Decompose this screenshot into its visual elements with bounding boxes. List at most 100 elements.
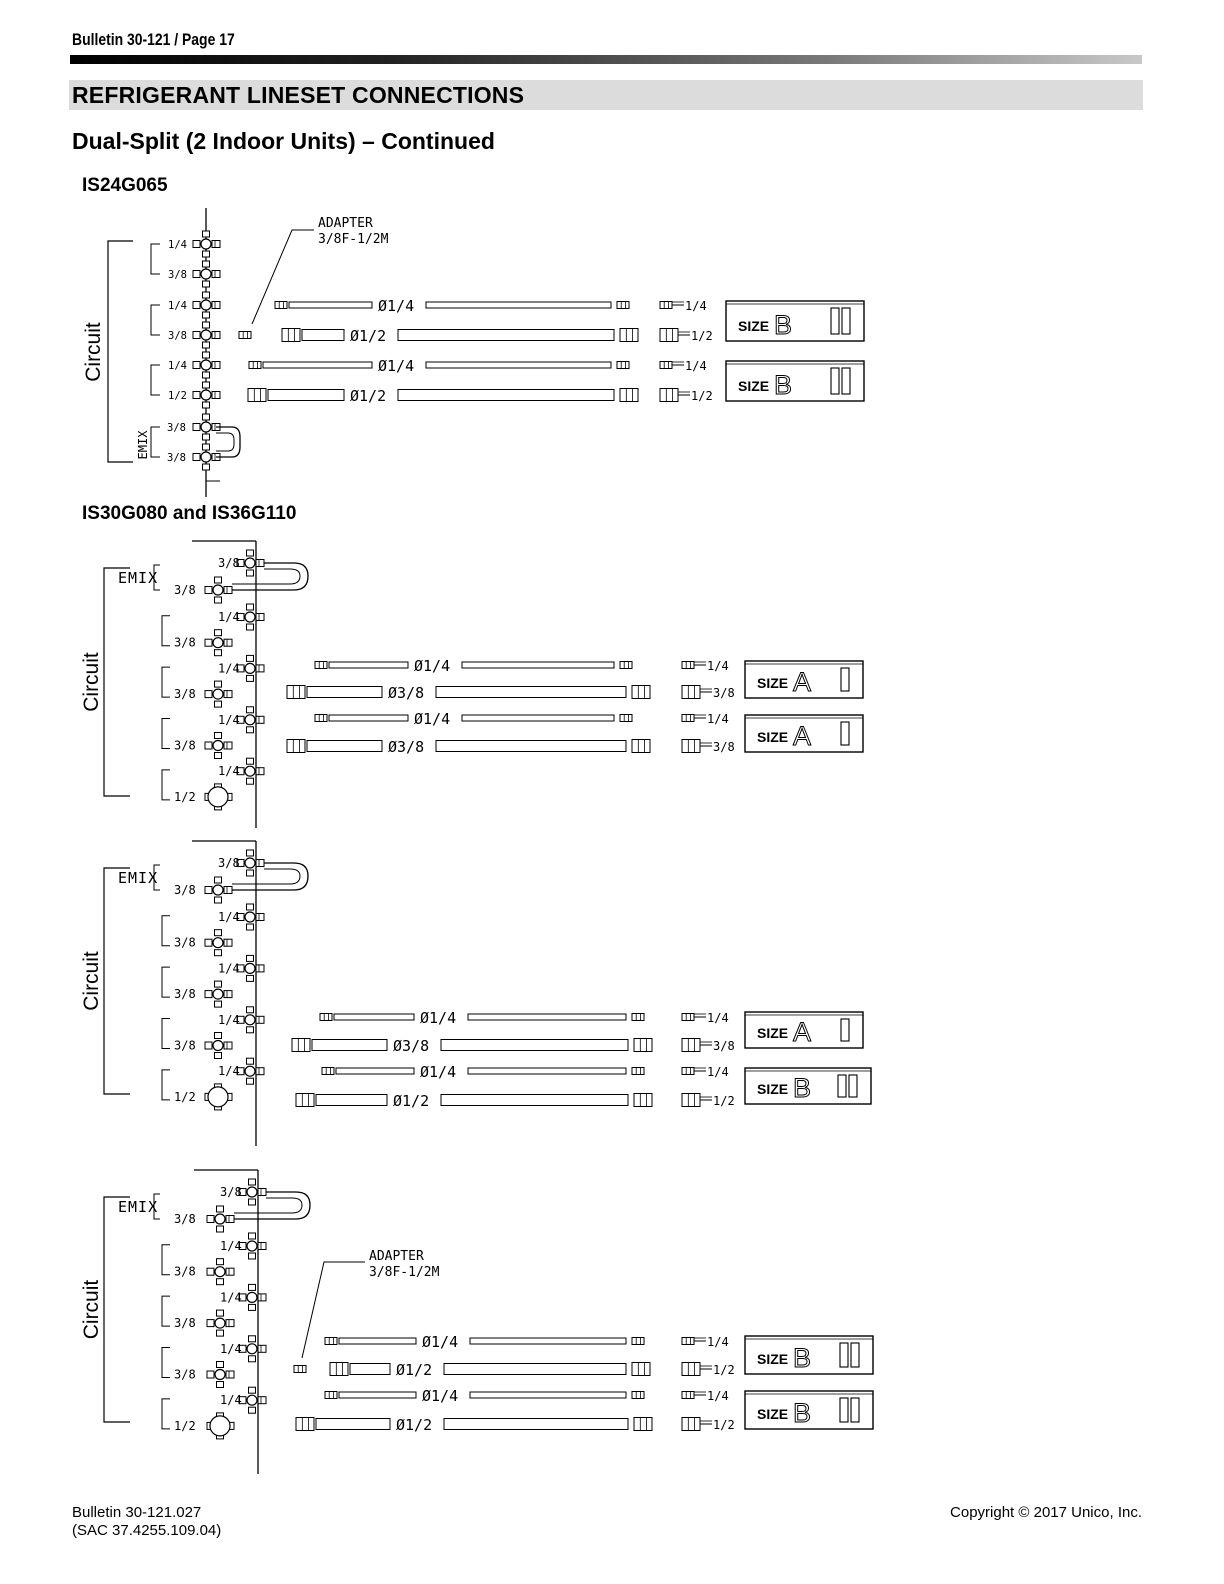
unit-size-letter: B [793,1398,811,1428]
adapter-spec: 3/8F-1/2M [369,1265,440,1280]
flare-fitting-icon [681,1391,695,1399]
flare-fitting-icon [633,1038,653,1052]
port-size-label: 3/8 [167,452,186,464]
flare-fitting-icon [631,1013,645,1021]
section-subtitle: Dual-Split (2 Indoor Units) – Continued [72,128,495,154]
flare-fitting-icon [681,1038,701,1052]
flare-fitting-icon [247,388,267,402]
tubing [469,1391,627,1399]
emix-loop [234,1191,311,1220]
port-size-label: 3/8 [174,1212,196,1226]
service-valve-icon [238,1335,267,1363]
service-valve-icon [206,1258,235,1286]
service-valve-icon [204,929,233,957]
unit-connection-label: 3/8 [713,1039,735,1053]
flare-fitting-icon [633,1417,653,1431]
service-valve-icon [238,1283,267,1311]
tubing-size-label: Ø1/4 [420,1063,456,1081]
tubing [461,661,615,669]
flare-fitting-icon [619,714,633,722]
unit-capacity-bar [840,721,850,746]
diagram-is30g080-is36g110: CircuitEMIX3/83/81/43/81/43/81/43/81/41/… [80,540,864,828]
tubing-size-label: Ø1/4 [420,1009,456,1027]
large-valve-icon [207,786,229,808]
unit-capacity-bar [841,367,851,395]
tubing [288,301,373,309]
flare-fitting-icon [631,1067,645,1075]
flare-fitting-icon [314,661,328,669]
unit-connection-label: 1/2 [713,1418,735,1432]
circuit-label: Circuit [80,1280,103,1340]
header-rule [70,55,1142,64]
service-valve-icon [192,321,221,349]
emix-label: EMIX [136,430,150,460]
large-valve-icon [207,1086,229,1108]
port-size-label: 3/8 [168,330,187,342]
flare-fitting-icon [324,1337,338,1345]
flare-fitting-icon [659,388,679,402]
unit-capacity-bar [848,1074,858,1098]
flare-fitting-icon [631,685,651,699]
tubing-size-label: Ø1/4 [414,657,450,675]
flare-fitting-icon [619,388,639,402]
unit-connection-label: 3/8 [713,740,735,754]
emix-loop [216,426,241,458]
tubing [467,1013,627,1021]
unit-capacity-bar [850,1397,860,1423]
tubing-size-label: Ø1/4 [414,710,450,728]
service-valve-icon [204,980,233,1008]
unit-size-label: SIZE [757,1081,788,1097]
indoor-unit-box [725,300,865,342]
model-label-is24g065: IS24G065 [82,175,168,196]
diagram-is30g080-is36g110-alt: CircuitEMIX3/83/81/43/81/43/81/43/81/41/… [80,840,872,1146]
tubing [425,301,612,309]
flare-fitting-icon [681,661,695,669]
port-size-label: 3/8 [168,269,187,281]
unit-connection-label: 1/4 [707,1389,729,1403]
service-valve-icon [192,351,221,379]
flare-fitting-icon [631,1337,645,1345]
flare-fitting-icon [281,328,301,342]
tubing [306,740,383,752]
tubing [328,714,409,722]
unit-size-letter: A [793,721,811,751]
tubing [349,1363,391,1375]
emix-label: EMIX [118,1198,158,1216]
circuit-bracket [107,240,133,463]
tubing-size-label: Ø1/2 [393,1092,429,1110]
service-valve-icon [238,1386,267,1414]
unit-connection-label: 1/4 [707,1065,729,1079]
service-valve-icon [236,654,265,682]
port-size-label: 3/8 [167,422,186,434]
unit-connection-label: 1/2 [713,1094,735,1108]
port-size-label: 3/8 [218,556,240,570]
unit-connection-label: 1/4 [707,712,729,726]
flare-fitting-icon [616,361,630,369]
flare-fitting-icon [659,361,673,369]
service-valve-icon [238,1232,267,1260]
tubing-size-label: Ø1/2 [350,327,386,345]
unit-size-label: SIZE [738,318,769,334]
port-size-label: 1/4 [168,300,187,312]
service-valve-icon [204,629,233,657]
tubing-size-label: Ø1/2 [350,387,386,405]
flare-fitting-icon [681,714,695,722]
tubing [306,686,383,698]
flare-fitting-icon [681,1362,701,1376]
flare-fitting-icon [293,1365,307,1373]
unit-size-label: SIZE [757,1025,788,1041]
footer-copyright: Copyright © 2017 Unico, Inc. [950,1504,1142,1521]
unit-size-letter: A [793,667,811,697]
flare-fitting-icon [631,739,651,753]
port-size-label: 3/8 [174,636,196,650]
flare-fitting-icon [248,361,262,369]
tubing [311,1039,388,1051]
port-size-label: 3/8 [174,936,196,950]
